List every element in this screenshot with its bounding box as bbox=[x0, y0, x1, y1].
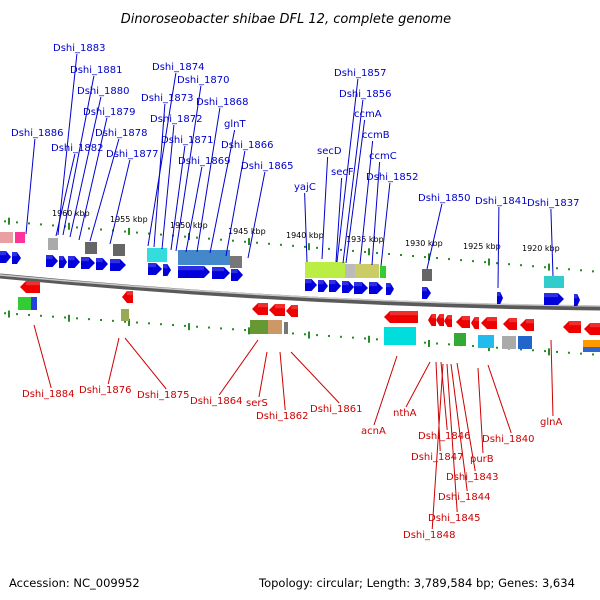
kbp-label: 1920 kbp bbox=[522, 244, 560, 253]
forward-gene-label: Dshi_1841 bbox=[475, 196, 527, 207]
forward-gene-label: ccmA bbox=[354, 109, 382, 120]
forward-gene-label: secF bbox=[331, 167, 354, 178]
reverse-gene-label: Dshi_1844 bbox=[438, 492, 490, 503]
forward-tick-track bbox=[4, 217, 594, 273]
forward-gene-label: Dshi_1883 bbox=[53, 43, 105, 54]
kbp-label: 1935 kbp bbox=[346, 235, 384, 244]
map-title: Dinoroseobacter shibae DFL 12, complete … bbox=[121, 12, 451, 27]
reverse-gene-label: Dshi_1862 bbox=[256, 411, 308, 422]
reverse-gene-label: nthA bbox=[393, 408, 417, 419]
reverse-gene-label: Dshi_1846 bbox=[418, 431, 470, 442]
reverse-gene-label: Dshi_1845 bbox=[428, 513, 480, 524]
forward-gene-label: yajC bbox=[294, 182, 316, 193]
forward-gene-label: Dshi_1871 bbox=[161, 135, 213, 146]
reverse-gene-label: purB bbox=[470, 454, 494, 465]
forward-gene-label: Dshi_1865 bbox=[241, 161, 293, 172]
reverse-gene-label: glnA bbox=[540, 417, 562, 428]
forward-gene-label: Dshi_1873 bbox=[141, 93, 193, 104]
forward-gene-label: Dshi_1878 bbox=[95, 128, 147, 139]
forward-gene-label: Dshi_1856 bbox=[339, 89, 391, 100]
accession-label: Accession: NC_009952 bbox=[9, 576, 140, 590]
forward-gene-label: Dshi_1866 bbox=[221, 140, 273, 151]
forward-gene-label: Dshi_1886 bbox=[11, 128, 63, 139]
reverse-gene-arrows bbox=[20, 281, 600, 335]
genome-backbone bbox=[0, 273, 600, 311]
forward-gene-label: Dshi_1880 bbox=[77, 86, 129, 97]
forward-gene-label: Dshi_1879 bbox=[83, 107, 135, 118]
reverse-gene-label: Dshi_1864 bbox=[190, 396, 242, 407]
forward-gene-label: Dshi_1882 bbox=[51, 143, 103, 154]
kbp-scale: 1960 kbp 1955 kbp 1950 kbp 1945 kbp 1940… bbox=[52, 209, 560, 253]
forward-gene-label: Dshi_1870 bbox=[177, 75, 229, 86]
forward-gene-label: Dshi_1869 bbox=[178, 156, 230, 167]
reverse-gene-label: Dshi_1876 bbox=[79, 385, 131, 396]
forward-gene-label: Dshi_1857 bbox=[334, 68, 386, 79]
reverse-tick-track bbox=[4, 310, 594, 356]
forward-gene-label: Dshi_1877 bbox=[106, 149, 158, 160]
reverse-gene-label: Dshi_1848 bbox=[403, 530, 455, 541]
forward-gene-label: glnT bbox=[224, 119, 246, 130]
forward-gene-label: ccmC bbox=[369, 151, 397, 162]
reverse-gene-label: Dshi_1843 bbox=[446, 472, 498, 483]
kbp-label: 1945 kbp bbox=[228, 227, 266, 236]
reverse-feature-blocks bbox=[18, 297, 600, 352]
forward-feature-blocks bbox=[0, 232, 564, 288]
forward-gene-labels: Dshi_1883Dshi_1881Dshi_1880Dshi_1879Dshi… bbox=[11, 43, 579, 289]
forward-gene-label: Dshi_1868 bbox=[196, 97, 248, 108]
genome-summary: Topology: circular; Length: 3,789,584 bp… bbox=[258, 576, 575, 590]
reverse-gene-label: Dshi_1884 bbox=[22, 389, 74, 400]
forward-gene-label: secD bbox=[317, 146, 342, 157]
forward-gene-label: Dshi_1881 bbox=[70, 65, 122, 76]
forward-gene-label: ccmB bbox=[362, 130, 390, 141]
kbp-label: 1955 kbp bbox=[110, 215, 148, 224]
forward-gene-label: Dshi_1874 bbox=[152, 62, 204, 73]
kbp-label: 1960 kbp bbox=[52, 209, 90, 218]
forward-gene-arrows bbox=[0, 251, 580, 306]
forward-gene-label: Dshi_1872 bbox=[150, 114, 202, 125]
reverse-gene-label: Dshi_1861 bbox=[310, 404, 362, 415]
kbp-label: 1950 kbp bbox=[170, 221, 208, 230]
kbp-label: 1940 kbp bbox=[286, 231, 324, 240]
reverse-gene-label: Dshi_1840 bbox=[482, 434, 534, 445]
kbp-label: 1925 kbp bbox=[463, 242, 501, 251]
reverse-gene-label: serS bbox=[246, 398, 268, 409]
reverse-gene-label: Dshi_1875 bbox=[137, 390, 189, 401]
forward-gene-label: Dshi_1850 bbox=[418, 193, 470, 204]
forward-gene-label: Dshi_1852 bbox=[366, 172, 418, 183]
kbp-label: 1930 kbp bbox=[405, 239, 443, 248]
forward-gene-label: Dshi_1837 bbox=[527, 198, 579, 209]
reverse-gene-label: acnA bbox=[361, 426, 386, 437]
